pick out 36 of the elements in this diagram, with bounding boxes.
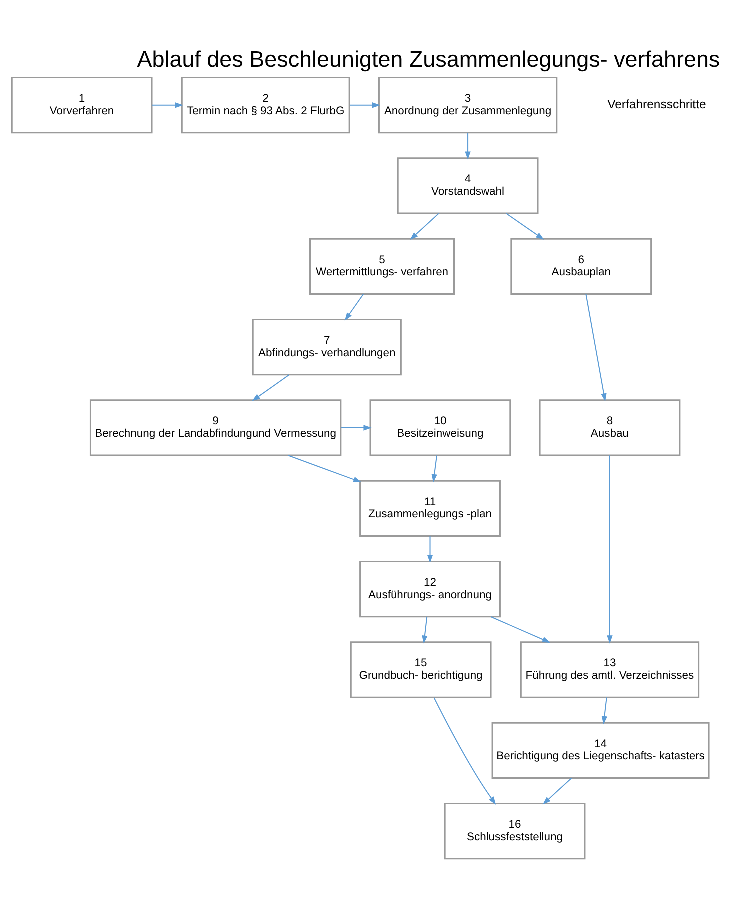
arrow xyxy=(350,102,381,108)
arrow xyxy=(602,698,608,725)
node-box: 11 Zusammenlegungs -plan xyxy=(360,480,501,537)
arrow xyxy=(252,374,290,402)
arrow xyxy=(542,778,572,805)
arrow xyxy=(607,456,613,644)
arrow xyxy=(427,536,434,564)
arrow xyxy=(341,425,372,431)
arrow xyxy=(152,102,184,108)
node-box: 8 Ausbau xyxy=(539,400,681,456)
node-box: 6 Ausbauplan xyxy=(510,238,652,295)
node-box: 3 Anordnung der Zusammenlegung xyxy=(378,77,558,134)
arrow xyxy=(506,213,544,240)
node-box: 9 Berechnung der Landabfindungund Vermessung xyxy=(90,400,342,456)
arrow xyxy=(288,455,362,483)
arrow xyxy=(586,294,607,402)
node-box: 14 Berichtigung des Liegenschafts- katasters xyxy=(492,722,710,779)
node-box: 12 Ausführungs- anordnung xyxy=(360,561,501,618)
node-box: 13 Führung des amtl. Verzeichnisses xyxy=(520,642,700,698)
node-box: 4 Vorstandswahl xyxy=(397,158,539,214)
diagram-title: Ablauf des Beschleunigten Zusammenlegungs- verfahrens xyxy=(137,47,720,72)
node-box: 5 Wertermittlungs- verfahren xyxy=(310,238,456,295)
arrow xyxy=(490,616,551,644)
node-box: 10 Besitzeinweisung xyxy=(370,400,512,456)
arrow xyxy=(422,616,428,644)
label: Verfahrensschritte xyxy=(608,97,706,112)
arrow xyxy=(434,698,496,805)
node-box: 16 Schlussfeststellung xyxy=(444,803,586,860)
arrow xyxy=(410,213,440,240)
arrow xyxy=(344,294,364,321)
node-box: 7 Abfindungs- verhandlungen xyxy=(252,319,402,376)
arrow xyxy=(432,456,438,483)
node-box: 15 Grundbuch- berichtigung xyxy=(350,642,492,698)
node-box: 1 Vorverfahren xyxy=(11,77,153,134)
arrow xyxy=(465,132,471,160)
node-box: 2 Termin nach § 93 Abs. 2 FlurbG xyxy=(181,77,350,134)
